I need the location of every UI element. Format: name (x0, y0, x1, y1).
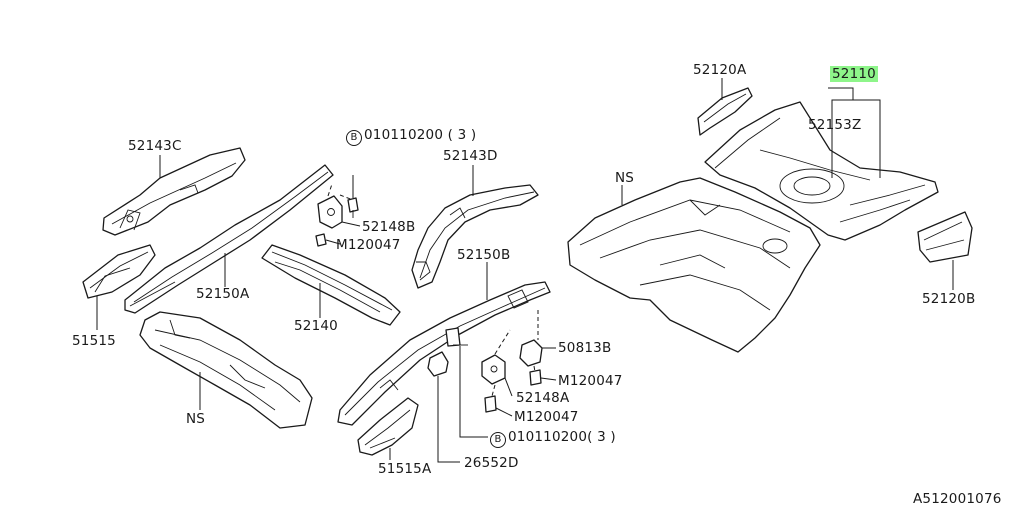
leader-M120047-b (540, 377, 557, 381)
label-50813B[interactable]: 50813B (558, 340, 612, 356)
part-52148B[interactable] (315, 195, 359, 247)
part-52140[interactable] (261, 244, 401, 326)
label-52150A[interactable]: 52150A (196, 286, 250, 302)
part-52148A[interactable] (481, 354, 506, 413)
label-51515[interactable]: 51515 (72, 333, 116, 349)
part-51515A[interactable] (357, 397, 419, 456)
leader-M120047-c (495, 407, 513, 417)
leader-B2 (459, 346, 488, 438)
bracket-52110 (828, 87, 881, 178)
dash-50813B (533, 310, 539, 373)
b-circle-icon: B (490, 432, 506, 448)
label-52143C[interactable]: 52143C (128, 138, 182, 154)
part-52150B[interactable] (337, 281, 551, 426)
label-52120B[interactable]: 52120B (922, 291, 976, 307)
label-52110[interactable]: 52110 (830, 66, 878, 82)
part-NS-left[interactable] (139, 311, 313, 429)
label-52153Z[interactable]: 52153Z (808, 117, 862, 133)
part-52143C[interactable] (102, 147, 246, 236)
part-50813B[interactable] (519, 339, 543, 386)
label-52120A[interactable]: 52120A (693, 62, 747, 78)
label-B1-qty: ( 3 ) (447, 127, 477, 143)
part-floor-pan-NS[interactable] (567, 177, 821, 353)
label-NS-top[interactable]: NS (615, 170, 635, 186)
diagram-id: A512001076 (913, 491, 1002, 507)
label-52110-text: 52110 (830, 66, 878, 82)
label-M120047-c[interactable]: M120047 (514, 409, 579, 425)
leader-26552D (437, 376, 460, 463)
label-B2-code: 010110200 (508, 429, 588, 445)
part-26552D[interactable] (427, 327, 468, 377)
dash-52148B (327, 183, 354, 201)
label-M120047-b[interactable]: M120047 (558, 373, 623, 389)
part-52120A[interactable] (697, 87, 753, 136)
label-M120047-a[interactable]: M120047 (336, 237, 401, 253)
leader-52148B (341, 221, 361, 227)
label-52150B[interactable]: 52150B (457, 247, 511, 263)
part-52110[interactable] (704, 101, 939, 241)
dash-52148A (491, 329, 511, 397)
part-52120B[interactable] (917, 211, 973, 263)
leader-52148A (504, 377, 513, 397)
b-circle-icon: B (346, 130, 362, 146)
label-52148B[interactable]: 52148B (362, 219, 416, 235)
label-26552D[interactable]: 26552D (464, 455, 519, 471)
label-NS-bottom[interactable]: NS (186, 411, 206, 427)
label-51515A[interactable]: 51515A (378, 461, 432, 477)
leader-M120047-a (325, 239, 341, 245)
label-B2-qty: ( 3 ) (587, 429, 616, 445)
part-52150A[interactable] (124, 164, 334, 314)
label-52143D[interactable]: 52143D (443, 148, 498, 164)
part-52143D[interactable] (411, 184, 539, 289)
label-52148A[interactable]: 52148A (516, 390, 570, 406)
part-51515[interactable] (82, 244, 156, 299)
label-B1-code: 010110200 (364, 127, 444, 143)
label-52140[interactable]: 52140 (294, 318, 338, 334)
